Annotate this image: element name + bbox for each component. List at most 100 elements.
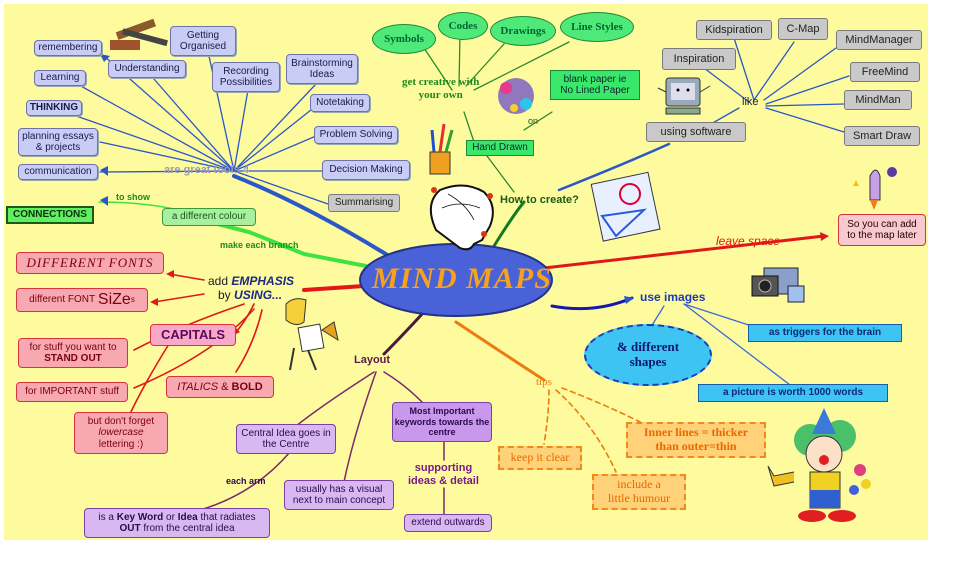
get-creative-label: get creative with your own: [402, 76, 479, 101]
blank-paper-line2: No Lined Paper: [560, 85, 630, 96]
supporting-line1: supporting: [414, 462, 473, 474]
add-later-node: So you can add to the map later: [838, 214, 926, 246]
lowercase-node: but don't forget lowercase lettering :): [74, 412, 168, 454]
computer-icon: [657, 77, 711, 115]
each-arm-label: each arm: [226, 476, 266, 486]
stand-out-line1: for stuff you want to: [29, 341, 117, 353]
drawings-oval: Drawings: [490, 16, 556, 46]
humour-node: include a little humour: [592, 474, 686, 510]
tool-recording-possibilities: Recording Possibilities: [212, 62, 280, 92]
shapes-line2: shapes: [629, 354, 667, 369]
tools-connectors: [58, 55, 329, 205]
software-branch: [557, 142, 671, 192]
leave-space-label: leave space: [716, 234, 781, 248]
use-images-label: use images: [640, 290, 706, 304]
humour-line1: include a: [617, 477, 661, 492]
tool-getting-organised: Getting Organised: [170, 26, 236, 56]
tool-thinking: THINKING: [26, 100, 82, 116]
lowercase-line3: lettering :): [98, 438, 144, 450]
like-label: like: [742, 96, 759, 108]
shapes-line1: & different: [616, 339, 680, 355]
supporting-line2: ideas & detail: [408, 475, 479, 488]
software-cmap: C-Map: [778, 18, 828, 40]
italics-text: ITALICS: [177, 380, 219, 393]
codes-oval: Codes: [438, 12, 488, 40]
italics-bold-node: ITALICS & BOLD: [166, 376, 274, 398]
radiates-text: that radiates: [200, 511, 256, 523]
key-word-bold: Key Word: [116, 511, 164, 523]
tool-planning: planning essays & projects: [18, 128, 98, 156]
or-text: or: [166, 511, 175, 523]
using-word: USING...: [234, 288, 283, 302]
tool-notetaking: Notetaking: [310, 94, 370, 112]
create-connectors: [423, 33, 570, 193]
inner-lines-node: Inner lines = thicker than outer=thin: [626, 422, 766, 458]
lowercase-line1: but don't forget: [87, 415, 155, 427]
head-icon: [429, 184, 494, 251]
line-styles-oval: Line Styles: [560, 12, 634, 42]
get-creative-line1: get creative with: [402, 76, 480, 88]
supporting-label: supporting ideas & detail: [408, 462, 479, 488]
size-big-text: SiZe: [97, 290, 131, 308]
stand-out-node: for stuff you want to STAND OUT: [18, 338, 128, 368]
create-branch: [492, 200, 526, 248]
blank-paper-node: blank paper ie No Lined Paper: [550, 70, 640, 100]
tips-connectors: [543, 387, 641, 473]
software-connectors: [703, 37, 850, 133]
keep-clear-node: keep it clear: [498, 446, 582, 470]
branch-lines: [58, 18, 897, 522]
rocket-icon: [853, 167, 897, 210]
triggers-node: as triggers for the brain: [748, 324, 902, 342]
lowercase-line2: lowercase: [98, 427, 144, 439]
tool-brainstorming: Brainstorming Ideas: [286, 54, 358, 84]
key-word-node: is a Key Word or Idea that radiates OUT …: [84, 508, 270, 538]
key-word-line1: is a Key Word or Idea that radiates: [98, 512, 255, 524]
pencils-icon: [429, 123, 454, 175]
on-label: on: [528, 116, 539, 126]
connections-node: CONNECTIONS: [6, 206, 94, 224]
clown-icon: [767, 408, 871, 522]
blank-paper-line1: blank paper ie: [563, 73, 627, 85]
by-using-label: by USING...: [218, 288, 282, 302]
paint-icon: [498, 78, 534, 114]
from-central-text: from the central idea: [143, 523, 235, 534]
visual-node: usually has a visual next to main concep…: [284, 480, 394, 510]
symbols-oval: Symbols: [372, 24, 436, 54]
using-software-node: using software: [646, 122, 746, 142]
software-inspiration: Inspiration: [662, 48, 736, 70]
size-s-text: s: [130, 295, 135, 305]
stand-out-line2: STAND OUT: [44, 353, 102, 364]
different-fonts-node: DIFFERENT FONTS: [16, 252, 164, 274]
important-node: for IMPORTANT stuff: [16, 382, 128, 402]
extend-outwards-node: extend outwards: [404, 514, 492, 532]
tool-learning: Learning: [34, 70, 86, 86]
most-important-node: Most Important keywords towards the cent…: [392, 402, 492, 442]
key-word-line2: OUT from the central idea: [119, 523, 234, 535]
mind-map-canvas: MIND MAPS are great tools 4 remembering …: [4, 4, 928, 540]
tool-remembering: remembering: [34, 40, 102, 56]
idea-bold: Idea: [177, 511, 198, 523]
emphasis-word: EMPHASIS: [231, 274, 295, 288]
humour-line2: little humour: [607, 491, 671, 505]
add-word: add: [208, 274, 229, 288]
add-later-line1: So you can add: [847, 218, 917, 230]
amp-text: &: [221, 380, 229, 393]
how-to-create-label: How to create?: [500, 194, 579, 206]
layout-label: Layout: [354, 354, 391, 366]
add-later-line2: to the map later: [847, 230, 917, 241]
key-word-pre: is a: [98, 511, 114, 523]
central-idea-node: Central Idea goes in the Centre: [236, 424, 336, 454]
capitals-node: CAPITALS: [150, 324, 236, 346]
get-creative-line2: your own: [418, 88, 463, 101]
space-branch: [542, 234, 826, 270]
inner-lines-line2: than outer=thin: [655, 439, 737, 453]
to-show-label: to show: [116, 192, 150, 202]
emphasis-branch: [302, 284, 366, 292]
great-tools-label: are great tools 4: [164, 164, 249, 176]
tool-communication: communication: [18, 164, 98, 180]
different-font-text: different FONT: [29, 294, 96, 306]
bold-text: BOLD: [231, 380, 263, 393]
layout-connectors: [199, 371, 445, 517]
tool-understanding: Understanding: [108, 60, 186, 78]
